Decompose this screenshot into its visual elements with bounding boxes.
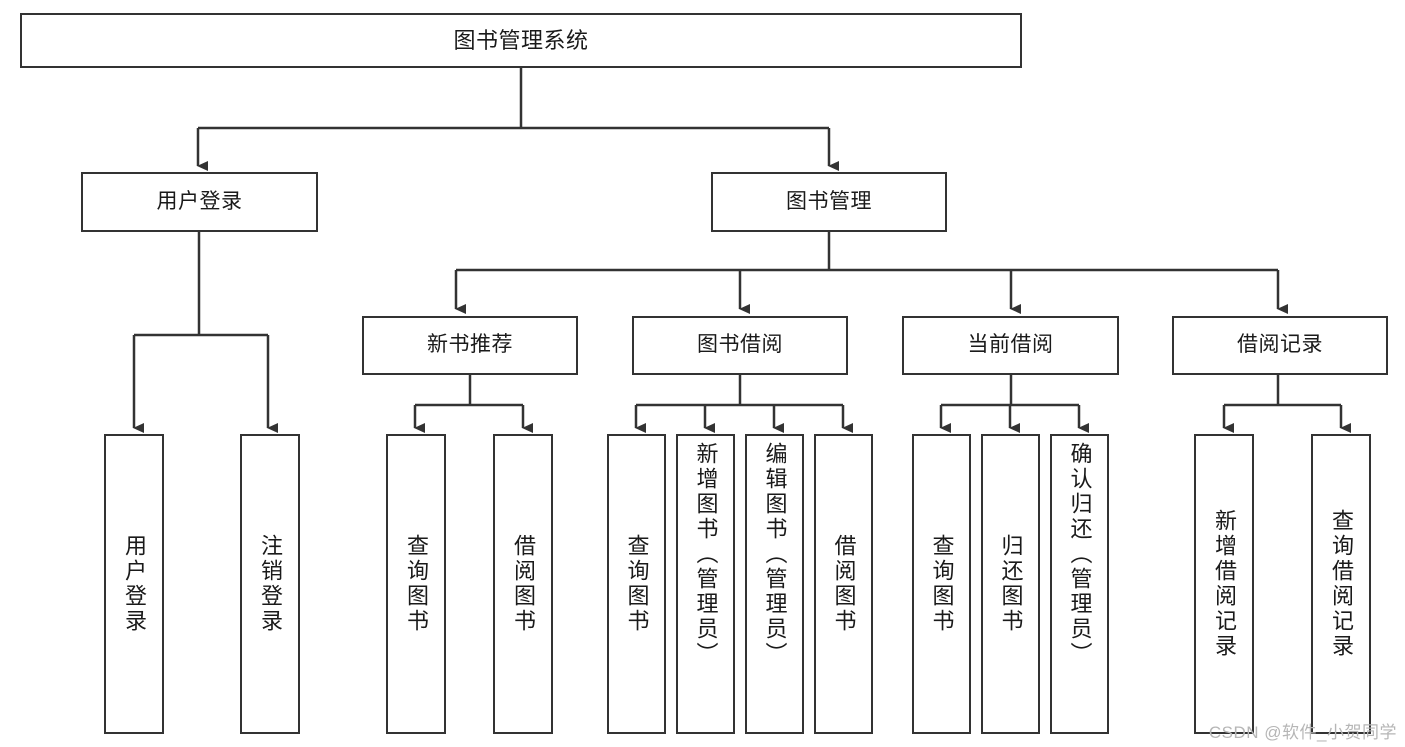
node-label: 用户登录 (156, 189, 243, 213)
node-label: 借阅记录 (1237, 333, 1323, 357)
node-leaf-user-login[interactable]: 用户登录 (104, 434, 164, 734)
node-leaf-query-book-borrow[interactable]: 查询图书 (607, 434, 666, 734)
node-user-login[interactable]: 用户登录 (81, 172, 318, 232)
node-leaf-borrow-book[interactable]: 借阅图书 (814, 434, 873, 734)
node-leaf-borrow-book-recommend[interactable]: 借阅图书 (493, 434, 553, 734)
node-label: 查询图书 (929, 534, 955, 634)
node-label: 当前借阅 (967, 333, 1054, 357)
node-label: 新书推荐 (427, 333, 513, 357)
node-label: 查询图书 (404, 534, 429, 634)
node-label: 借阅图书 (831, 534, 857, 634)
node-label: 新增借阅记录 (1212, 509, 1237, 659)
node-borrowing-record[interactable]: 借阅记录 (1172, 316, 1388, 375)
node-leaf-query-book-recommend[interactable]: 查询图书 (386, 434, 446, 734)
node-label: 借阅图书 (511, 534, 536, 634)
node-leaf-add-borrow-record[interactable]: 新增借阅记录 (1194, 434, 1254, 734)
node-label: 编辑图书（管理员） (762, 442, 788, 667)
node-label: 确认归还（管理员） (1067, 442, 1093, 667)
node-new-book-recommendation[interactable]: 新书推荐 (362, 316, 578, 375)
node-label: 查询借阅记录 (1329, 509, 1354, 659)
node-leaf-query-borrow-record[interactable]: 查询借阅记录 (1311, 434, 1371, 734)
node-label: 查询图书 (624, 534, 650, 634)
node-label: 图书管理系统 (453, 27, 589, 53)
node-leaf-query-book-current[interactable]: 查询图书 (912, 434, 971, 734)
node-current-borrowing[interactable]: 当前借阅 (902, 316, 1119, 375)
node-label: 新增图书（管理员） (693, 442, 719, 667)
node-book-management[interactable]: 图书管理 (711, 172, 947, 232)
node-leaf-add-book-admin[interactable]: 新增图书（管理员） (676, 434, 735, 734)
node-label: 归还图书 (998, 534, 1024, 634)
node-leaf-logout[interactable]: 注销登录 (240, 434, 300, 734)
node-book-borrowing[interactable]: 图书借阅 (632, 316, 848, 375)
node-label: 注销登录 (258, 534, 283, 634)
node-leaf-return-book[interactable]: 归还图书 (981, 434, 1040, 734)
node-leaf-edit-book-admin[interactable]: 编辑图书（管理员） (745, 434, 804, 734)
csdn-watermark: CSDN @软件_小贺同学 (1208, 723, 1397, 742)
node-label: 用户登录 (122, 534, 147, 634)
node-label: 图书管理 (786, 189, 872, 213)
node-leaf-confirm-return-admin[interactable]: 确认归还（管理员） (1050, 434, 1109, 734)
node-root-book-management-system[interactable]: 图书管理系统 (20, 13, 1022, 68)
node-label: 图书借阅 (697, 333, 783, 357)
